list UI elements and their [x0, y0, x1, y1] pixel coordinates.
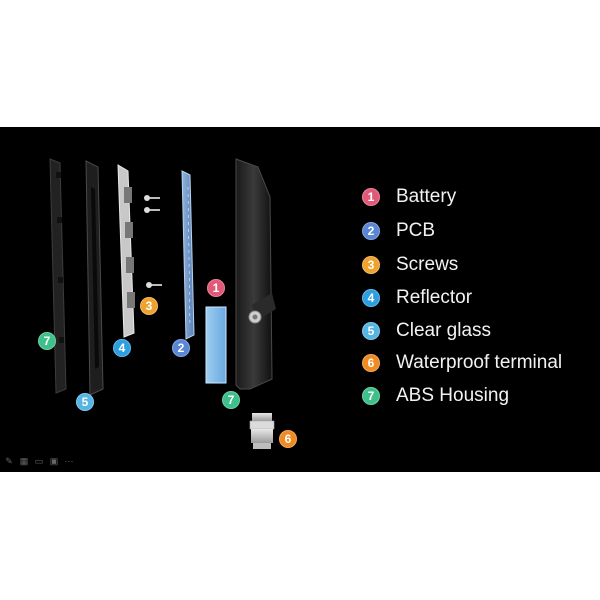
legend-badge: 7 [362, 387, 380, 405]
legend-label: Clear glass [396, 320, 492, 341]
legend-item-battery: 1 Battery [362, 185, 456, 209]
clear-glass-frame [85, 160, 104, 396]
legend-label: Screws [396, 254, 459, 275]
grid-icon[interactable]: ▦ [19, 456, 29, 466]
legend-item-waterproof-terminal: 6 Waterproof terminal [362, 351, 562, 375]
reflector [117, 164, 135, 338]
legend-label: Waterproof terminal [396, 352, 563, 373]
legend-item-pcb: 2 PCB [362, 219, 435, 243]
legend-label: ABS Housing [396, 385, 510, 406]
pcb [181, 170, 195, 340]
legend-badge: 6 [362, 354, 380, 372]
callout-pcb-badge: 2 [172, 339, 190, 357]
callout-screws-badge: 3 [140, 297, 158, 315]
legend-item-abs-housing: 7 ABS Housing [362, 384, 509, 408]
legend-badge: 1 [362, 188, 380, 206]
callout-housing-front-badge: 7 [222, 391, 240, 409]
legend-badge: 5 [362, 322, 380, 340]
callout-housing-back-badge: 7 [38, 332, 56, 350]
more-icon[interactable]: ⋯ [64, 456, 74, 466]
slideshow-toolbar: ✎ ▦ ▭ ▣ ⋯ [4, 457, 74, 466]
screen-icon[interactable]: ▭ [34, 456, 44, 466]
callout-glass-badge: 5 [76, 393, 94, 411]
callout-terminal-badge: 6 [279, 430, 297, 448]
screws [144, 195, 162, 288]
abs-housing-front [235, 158, 276, 390]
callout-reflector-badge: 4 [113, 339, 131, 357]
legend-badge: 3 [362, 256, 380, 274]
exploded-view-panel: 1 2 3 4 5 6 7 7 1 Battery 2 PCB 3 Screws… [0, 127, 600, 472]
legend-badge: 4 [362, 289, 380, 307]
waterproof-terminal [249, 413, 275, 449]
battery [205, 306, 227, 384]
slide-icon[interactable]: ▣ [49, 456, 59, 466]
legend-label: Battery [396, 186, 457, 207]
abs-housing-back [49, 158, 67, 394]
legend-item-reflector: 4 Reflector [362, 286, 472, 310]
legend-badge: 2 [362, 222, 380, 240]
legend-item-screws: 3 Screws [362, 253, 458, 277]
pen-icon[interactable]: ✎ [5, 456, 13, 466]
legend-item-clear-glass: 5 Clear glass [362, 319, 491, 343]
legend-label: Reflector [396, 287, 473, 308]
callout-battery-badge: 1 [207, 279, 225, 297]
exploded-diagram [49, 158, 276, 449]
legend-label: PCB [396, 220, 436, 241]
